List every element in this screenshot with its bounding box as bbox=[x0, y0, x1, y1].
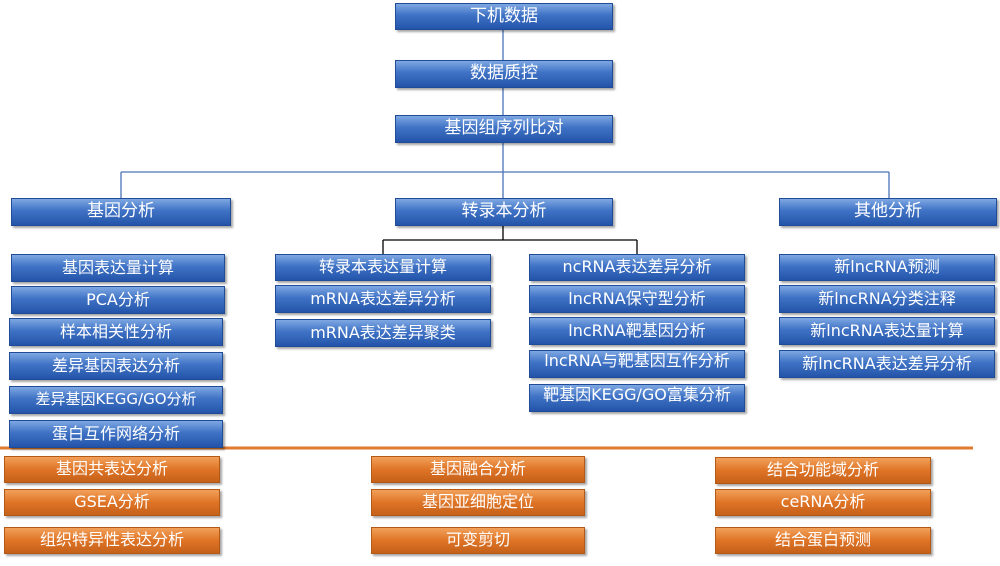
branch-other-analysis: 其他分析 bbox=[779, 198, 997, 226]
gene-item: 样本相关性分析 bbox=[9, 318, 223, 346]
orange-item-left: 基因共表达分析 bbox=[4, 456, 220, 483]
orange-item-left: GSEA分析 bbox=[4, 489, 220, 516]
pipeline-genome-alignment: 基因组序列比对 bbox=[395, 115, 613, 143]
branch-transcript-analysis: 转录本分析 bbox=[395, 198, 613, 226]
orange-item-mid: 可变剪切 bbox=[371, 527, 585, 554]
gene-item: 基因表达量计算 bbox=[11, 254, 225, 282]
gene-item: 差异基因表达分析 bbox=[9, 352, 223, 380]
transcript-item: mRNA表达差异分析 bbox=[275, 285, 491, 313]
gene-item: PCA分析 bbox=[11, 286, 225, 314]
orange-item-right: ceRNA分析 bbox=[715, 489, 931, 516]
orange-item-mid: 基因亚细胞定位 bbox=[371, 489, 585, 516]
orange-item-mid: 基因融合分析 bbox=[371, 456, 585, 483]
ncrna-item: ncRNA表达差异分析 bbox=[529, 254, 745, 281]
orange-item-right: 结合蛋白预测 bbox=[715, 527, 931, 554]
other-item: 新lncRNA表达量计算 bbox=[779, 317, 995, 345]
other-item: 新lncRNA表达差异分析 bbox=[779, 350, 995, 378]
gene-item: 差异基因KEGG/GO分析 bbox=[9, 386, 223, 414]
branch-gene-analysis: 基因分析 bbox=[11, 198, 231, 226]
pipeline-raw-data: 下机数据 bbox=[395, 3, 613, 30]
ncrna-item: lncRNA与靶基因互作分析 bbox=[529, 350, 745, 378]
gene-item: 蛋白互作网络分析 bbox=[9, 420, 223, 448]
other-item: 新lncRNA分类注释 bbox=[779, 285, 995, 313]
other-item: 新lncRNA预测 bbox=[779, 254, 995, 281]
orange-item-left: 组织特异性表达分析 bbox=[4, 527, 220, 554]
ncrna-item: 靶基因KEGG/GO富集分析 bbox=[529, 384, 745, 412]
ncrna-item: lncRNA保守型分析 bbox=[529, 285, 745, 313]
ncrna-item: lncRNA靶基因分析 bbox=[529, 317, 745, 345]
transcript-item: mRNA表达差异聚类 bbox=[275, 319, 491, 347]
orange-item-right: 结合功能域分析 bbox=[715, 457, 931, 484]
transcript-item: 转录本表达量计算 bbox=[275, 254, 491, 281]
pipeline-quality-control: 数据质控 bbox=[395, 60, 613, 88]
